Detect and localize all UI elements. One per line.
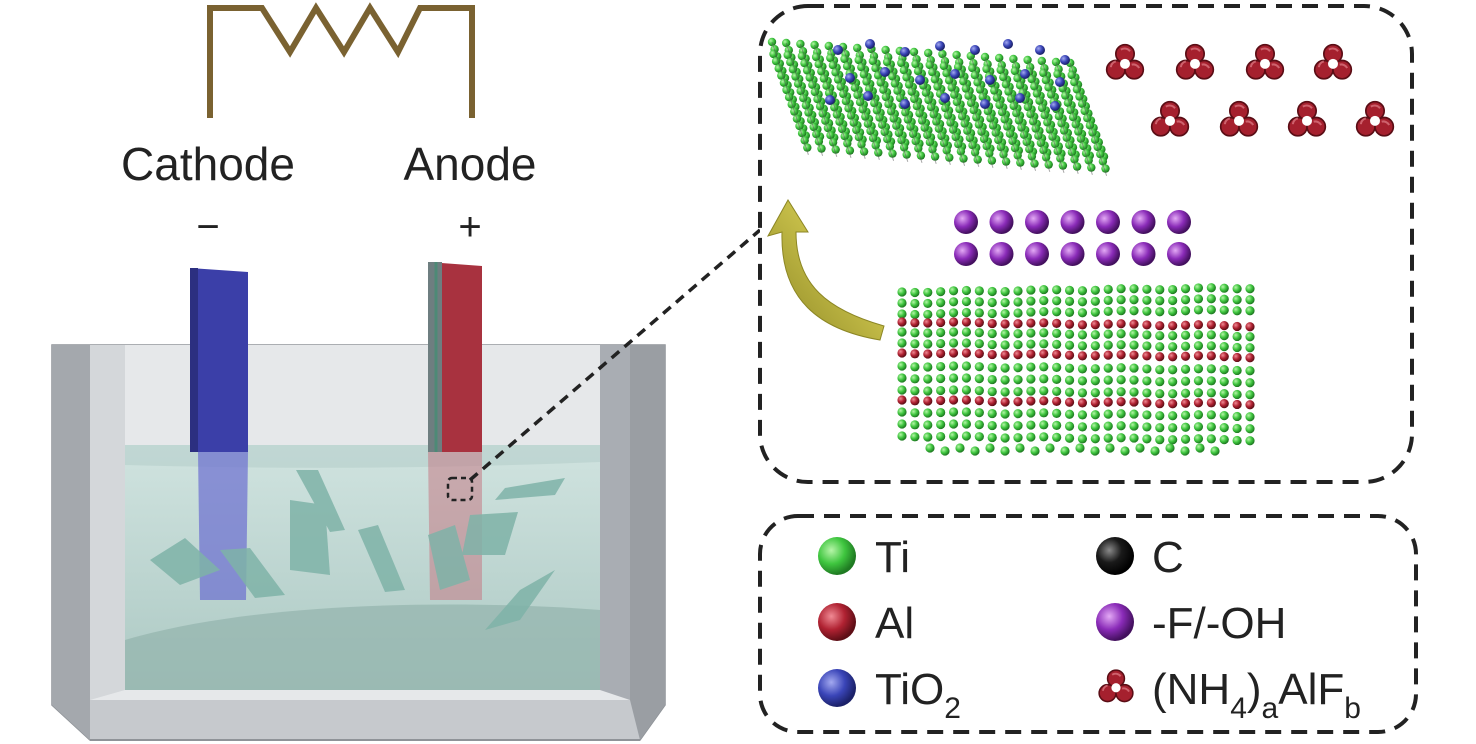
cathode-sign: − [196, 205, 219, 249]
legend-label-al: Al [875, 599, 914, 648]
circuit-wire [207, 2, 475, 118]
legend-label-ti: Ti [875, 533, 910, 582]
legend-item-tio2: TiO2 [818, 665, 961, 725]
cathode-label: Cathode [121, 138, 295, 190]
zoom-region-marker [446, 476, 474, 502]
zoom-connector [468, 228, 762, 482]
nh4-subscript: 4 [1230, 692, 1247, 725]
c-sphere-icon [1096, 537, 1134, 575]
alf-main: AlF [1278, 665, 1344, 714]
tio2-sphere-icon [818, 669, 856, 707]
legend-item-nh4-alf: (NH4)aAlFb [1098, 665, 1361, 725]
nh4-subscript-a: a [1262, 692, 1279, 725]
anode-sign: + [458, 205, 481, 249]
f-oh-sphere-icon [1096, 603, 1134, 641]
ti-sphere-icon [818, 537, 856, 575]
legend-panel [758, 514, 1418, 734]
legend-item-f-oh: -F/-OH [1096, 599, 1286, 648]
electrolysis-tank [51, 344, 666, 741]
tio2-main: TiO [875, 665, 944, 714]
al-sphere-icon [818, 603, 856, 641]
legend-item-al: Al [818, 599, 914, 648]
legend-label-nh4-alf: (NH4)aAlFb [1152, 665, 1361, 725]
nh4-close: ) [1247, 665, 1262, 714]
tio2-subscript: 2 [944, 692, 961, 725]
legend-label-c: C [1152, 533, 1184, 582]
max-phase-stack [897, 283, 1255, 456]
alf-subscript-b: b [1344, 692, 1361, 725]
nh4-open: (NH [1152, 665, 1230, 714]
legend-item-ti: Ti [818, 533, 910, 582]
legend-label-f-oh: -F/-OH [1152, 599, 1286, 648]
legend-label-tio2: TiO2 [875, 665, 961, 725]
terminal-groups [954, 210, 1191, 266]
tio2-decorated-sheet [767, 37, 1110, 176]
legend-item-c: C [1096, 533, 1184, 582]
transformation-arrow [766, 199, 885, 341]
anode-label: Anode [403, 138, 536, 190]
zoom-panel [758, 4, 1414, 484]
mxene-flakes [150, 470, 565, 630]
circuit: Cathode − Anode + [121, 2, 537, 249]
